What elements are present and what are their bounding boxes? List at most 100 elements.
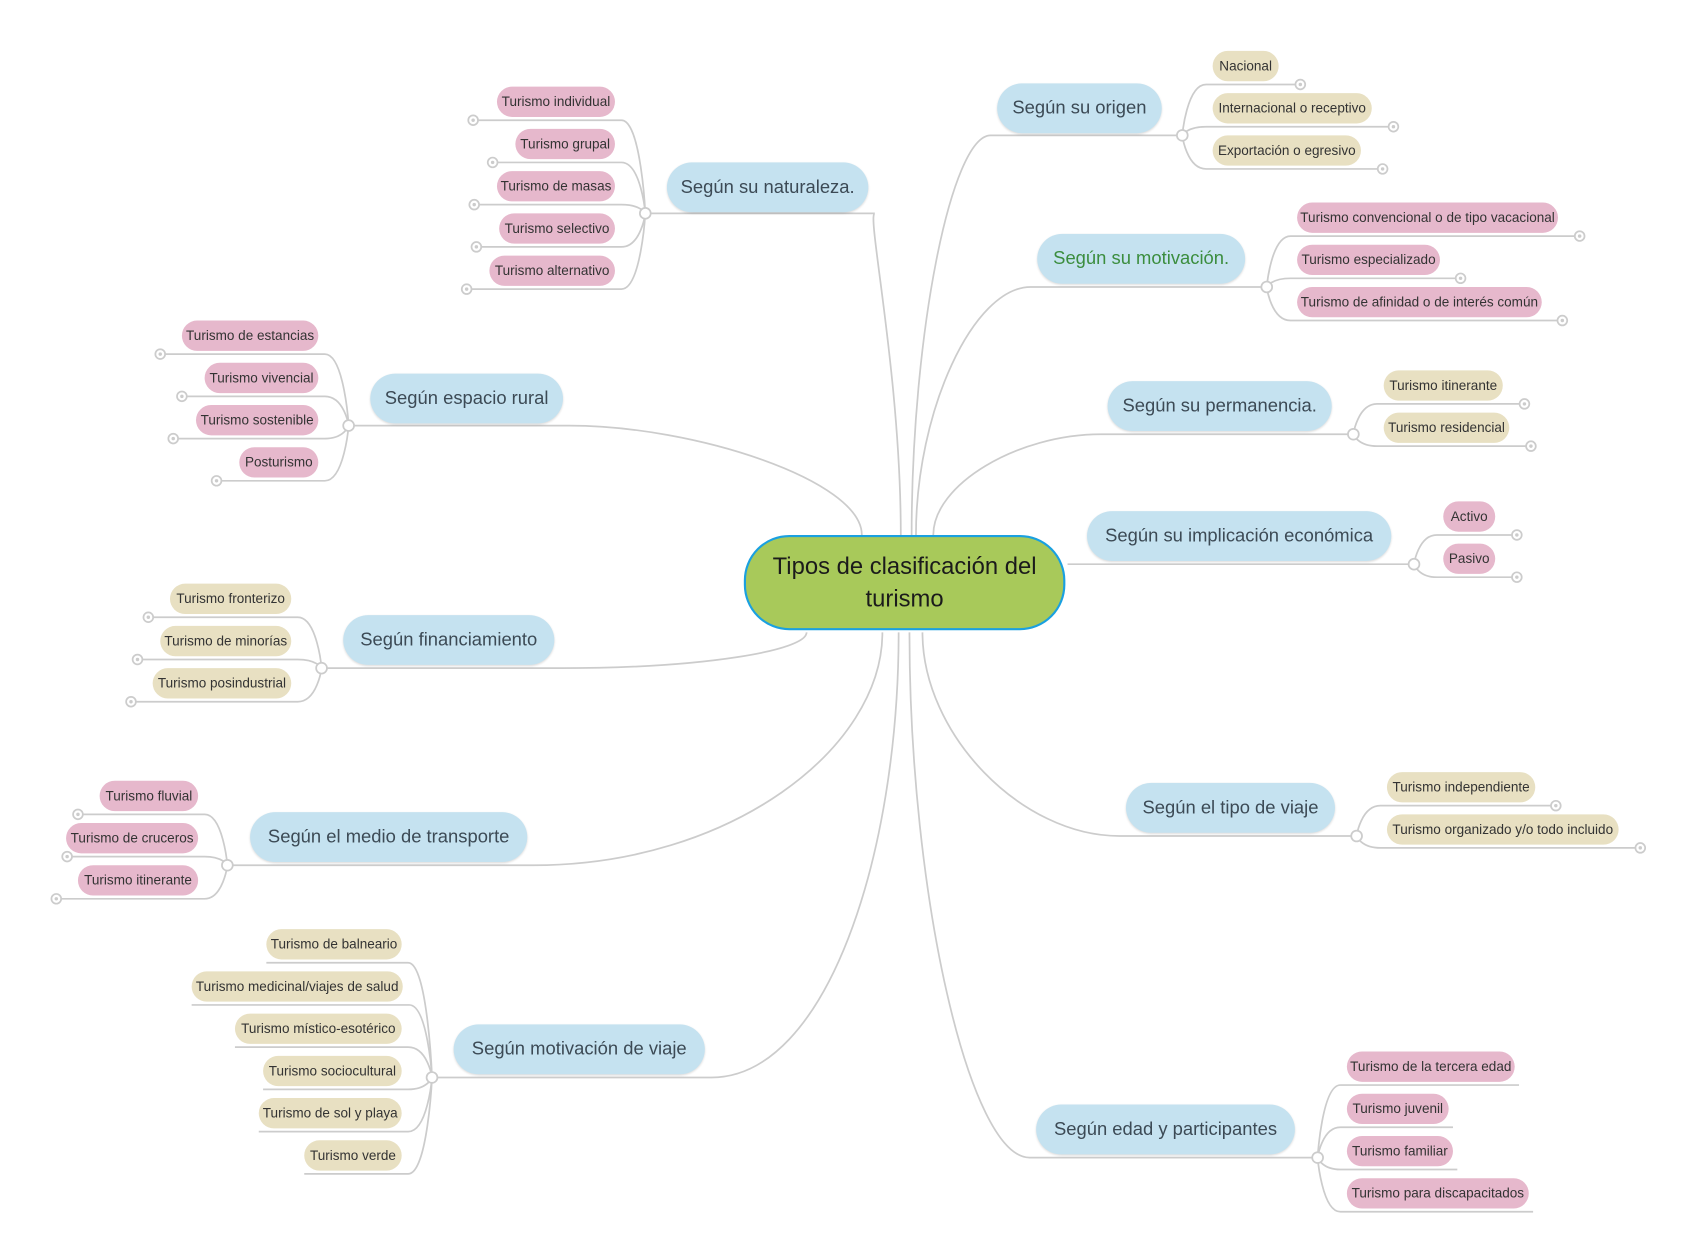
- leaf-topic[interactable]: Turismo individual: [496, 86, 615, 117]
- leaf-topic[interactable]: Turismo fluvial: [99, 780, 199, 812]
- leaf-topic[interactable]: Turismo grupal: [515, 128, 615, 160]
- collapse-dot-icon: [135, 657, 140, 662]
- leaf-topic[interactable]: Internacional o receptivo: [1212, 93, 1372, 124]
- leaf-topic[interactable]: Exportación o egresivo: [1212, 135, 1361, 166]
- collapse-dot-icon: [129, 699, 133, 704]
- leaf-connector: [1181, 125, 1389, 136]
- leaf-topic[interactable]: Turismo sociocultural: [263, 1055, 402, 1087]
- junction-toggle-button[interactable]: [1347, 427, 1360, 441]
- collapse-dot-icon: [464, 287, 469, 291]
- branch-topic-rural[interactable]: Según espacio rural: [370, 373, 564, 424]
- collapse-dot-icon: [490, 160, 495, 165]
- leaf-topic[interactable]: Turismo vivencial: [204, 362, 319, 394]
- junction-toggle-button[interactable]: [425, 1071, 439, 1084]
- branch-topic-origen[interactable]: Según su origen: [997, 83, 1162, 134]
- leaf-topic[interactable]: Activo: [1443, 501, 1496, 532]
- leaf-topic[interactable]: Turismo alternativo: [489, 255, 615, 286]
- leaf-topic[interactable]: Turismo posindustrial: [152, 668, 292, 699]
- collapse-dot-icon: [1391, 124, 1396, 129]
- junction-toggle-button[interactable]: [1176, 129, 1189, 142]
- collapse-dot-icon: [472, 202, 476, 207]
- collapse-dot-icon: [180, 394, 184, 399]
- branch-connector: [227, 632, 884, 867]
- collapse-dot-icon: [1380, 167, 1385, 171]
- leaf-topic[interactable]: Turismo itinerante: [1383, 370, 1503, 401]
- leaf-topic[interactable]: Turismo de la tercera edad: [1346, 1051, 1515, 1082]
- leaf-topic[interactable]: Turismo medicinal/viajes de salud: [191, 971, 403, 1002]
- collapse-dot-icon: [1554, 803, 1558, 808]
- leaf-connector: [142, 658, 323, 669]
- leaf-topic[interactable]: Turismo independiente: [1386, 772, 1536, 803]
- leaf-topic[interactable]: Turismo de masas: [496, 171, 615, 202]
- collapse-dot-icon: [171, 436, 175, 441]
- leaf-topic[interactable]: Turismo convencional o de tipo vacaciona…: [1297, 202, 1559, 233]
- leaf-connector: [1265, 277, 1456, 288]
- leaf-topic[interactable]: Turismo de balneario: [266, 929, 402, 960]
- leaf-topic[interactable]: Turismo juvenil: [1346, 1093, 1449, 1125]
- leaf-topic[interactable]: Turismo de afinidad o de interés común: [1297, 286, 1542, 318]
- junction-toggle-button[interactable]: [1350, 829, 1363, 843]
- branch-topic-motivacionviaje[interactable]: Según motivación de viaje: [453, 1024, 705, 1075]
- leaf-topic[interactable]: Turismo itinerante: [77, 865, 199, 896]
- leaf-topic[interactable]: Turismo sostenible: [195, 405, 319, 436]
- branch-connector: [321, 632, 808, 670]
- junction-toggle-button[interactable]: [315, 661, 328, 675]
- collapse-dot-icon: [474, 245, 479, 249]
- collapse-dot-icon: [214, 479, 219, 483]
- junction-toggle-button[interactable]: [1407, 557, 1421, 571]
- branch-topic-naturaleza[interactable]: Según su naturaleza.: [666, 162, 869, 213]
- junction-toggle-button[interactable]: [342, 419, 355, 432]
- leaf-topic[interactable]: Posturismo: [239, 447, 319, 478]
- branch-topic-edad[interactable]: Según edad y participantes: [1036, 1104, 1295, 1155]
- collapse-dot-icon: [65, 854, 69, 859]
- collapse-dot-icon: [1515, 533, 1519, 537]
- branch-topic-economica[interactable]: Según su implicación económica: [1087, 511, 1392, 561]
- junction-toggle-button[interactable]: [1260, 280, 1274, 294]
- leaf-topic[interactable]: Turismo de cruceros: [66, 823, 199, 854]
- leaf-topic[interactable]: Turismo para discapacitados: [1346, 1178, 1529, 1209]
- junction-toggle-button[interactable]: [221, 858, 234, 872]
- branch-topic-financiamiento[interactable]: Según financiamiento: [343, 615, 555, 665]
- branch-connector: [910, 134, 1183, 535]
- leaf-topic[interactable]: Turismo organizado y/o todo incluido: [1386, 814, 1619, 845]
- collapse-dot-icon: [54, 897, 59, 901]
- leaf-connector: [71, 855, 229, 866]
- leaf-topic[interactable]: Nacional: [1212, 50, 1279, 82]
- leaf-topic[interactable]: Turismo especializado: [1297, 244, 1440, 276]
- collapse-dot-icon: [1577, 234, 1582, 238]
- branch-connector: [908, 632, 1318, 1159]
- leaf-topic[interactable]: Turismo verde: [304, 1140, 402, 1171]
- branch-topic-permanencia[interactable]: Según su permanencia.: [1107, 381, 1332, 431]
- collapse-dot-icon: [76, 812, 80, 817]
- leaf-topic[interactable]: Turismo de estancias: [181, 320, 319, 351]
- junction-toggle-button[interactable]: [1311, 1151, 1324, 1164]
- branch-topic-motivacion[interactable]: Según su motivación.: [1037, 233, 1246, 284]
- collapse-dot-icon: [471, 118, 475, 122]
- leaf-topic[interactable]: Turismo de minorías: [160, 625, 292, 657]
- branch-connector: [348, 424, 863, 535]
- leaf-topic[interactable]: Turismo fronterizo: [169, 583, 292, 615]
- leaf-topic[interactable]: Turismo selectivo: [499, 213, 615, 244]
- collapse-dot-icon: [1515, 575, 1519, 579]
- collapse-dot-icon: [1529, 444, 1533, 448]
- collapse-dot-icon: [1458, 276, 1463, 281]
- branch-connector: [921, 632, 1357, 837]
- branch-connector: [645, 212, 902, 535]
- collapse-dot-icon: [158, 352, 162, 356]
- branch-connector: [932, 433, 1354, 535]
- branch-connector: [431, 632, 900, 1079]
- collapse-dot-icon: [146, 615, 151, 619]
- leaf-topic[interactable]: Pasivo: [1443, 543, 1496, 574]
- branch-connector: [915, 286, 1267, 535]
- leaf-topic[interactable]: Turismo familiar: [1346, 1135, 1453, 1167]
- junction-toggle-button[interactable]: [639, 207, 652, 220]
- central-topic[interactable]: Tipos de clasificación del turismo: [743, 534, 1066, 631]
- branch-topic-transporte[interactable]: Según el medio de transporte: [250, 812, 528, 862]
- leaf-topic[interactable]: Turismo de sol y playa: [258, 1098, 402, 1129]
- collapse-dot-icon: [1298, 82, 1303, 87]
- leaf-topic[interactable]: Turismo místico-esotérico: [234, 1013, 402, 1044]
- leaf-topic[interactable]: Turismo residencial: [1383, 412, 1510, 443]
- collapse-dot-icon: [1560, 318, 1565, 323]
- branch-topic-tipoviaje[interactable]: Según el tipo de viaje: [1126, 782, 1335, 833]
